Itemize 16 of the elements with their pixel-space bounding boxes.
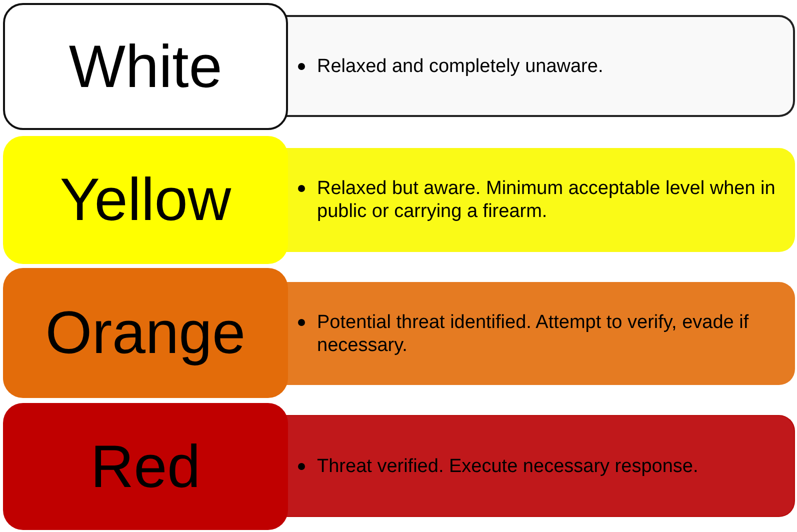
description-text: Relaxed but aware. Minimum acceptable level when in public or carrying a firearm. bbox=[317, 177, 776, 223]
level-box bbox=[3, 403, 288, 530]
level-box bbox=[3, 3, 288, 130]
level-box bbox=[3, 136, 288, 264]
description-box bbox=[284, 148, 795, 252]
level-name: Orange bbox=[45, 300, 246, 366]
description-text: Threat verified. Execute necessary response. bbox=[317, 454, 698, 478]
description-box bbox=[284, 415, 795, 517]
description-box bbox=[284, 282, 795, 385]
level-name: Yellow bbox=[60, 167, 232, 233]
description-text: Relaxed and completely unaware. bbox=[317, 54, 604, 78]
description-box bbox=[284, 15, 795, 117]
level-box bbox=[3, 268, 288, 398]
description-text: Potential threat identified. Attempt to verify, evade if necessary. bbox=[317, 310, 750, 356]
level-name: Red bbox=[90, 434, 201, 500]
level-name: White bbox=[68, 34, 222, 100]
